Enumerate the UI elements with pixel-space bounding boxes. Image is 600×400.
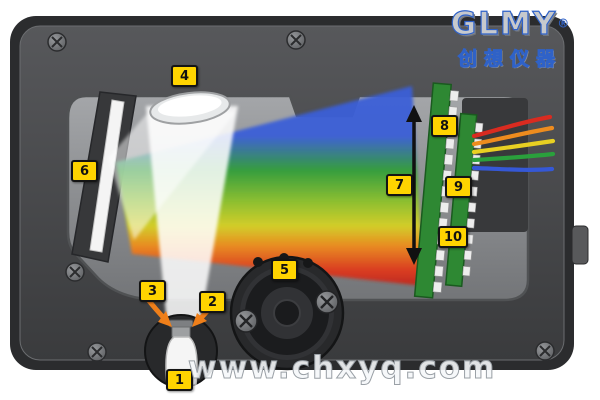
callout-pcb: 10 [438,226,469,248]
callout-entry-arrows: 3 [139,280,166,302]
entrance-slit [168,319,194,328]
filter-wheel [229,253,345,371]
screw-icon [65,262,85,282]
callout-lamp: 1 [166,369,193,391]
screw-icon [47,32,67,52]
travel-arrow [406,105,422,265]
callout-slit: 2 [199,291,226,313]
brand-logo: GLMY® 创想仪器 [430,5,590,71]
callout-mirror: 6 [71,160,98,182]
case-screws [47,30,555,362]
brand-name: GLMY [450,5,558,42]
callout-sensor-array: 9 [445,176,472,198]
callout-filter-wheel: 5 [271,259,298,281]
wheel-screw-right-icon [315,290,339,314]
mirror [71,91,137,263]
callout-filter-lens: 4 [171,65,198,87]
screw-icon [87,342,107,362]
screw-icon [286,30,306,50]
screw-icon [535,341,555,361]
side-tab [571,225,589,265]
watermark-url: www.chxyq.com [187,350,497,387]
registered-mark: ® [557,16,570,31]
wheel-screw-left-icon [234,309,258,333]
callout-travel-arrow: 7 [386,174,413,196]
brand-subtitle: 创想仪器 [457,48,562,71]
filter-lens [149,91,231,125]
callout-detector-board: 8 [431,115,458,137]
signal-wires [471,114,556,172]
